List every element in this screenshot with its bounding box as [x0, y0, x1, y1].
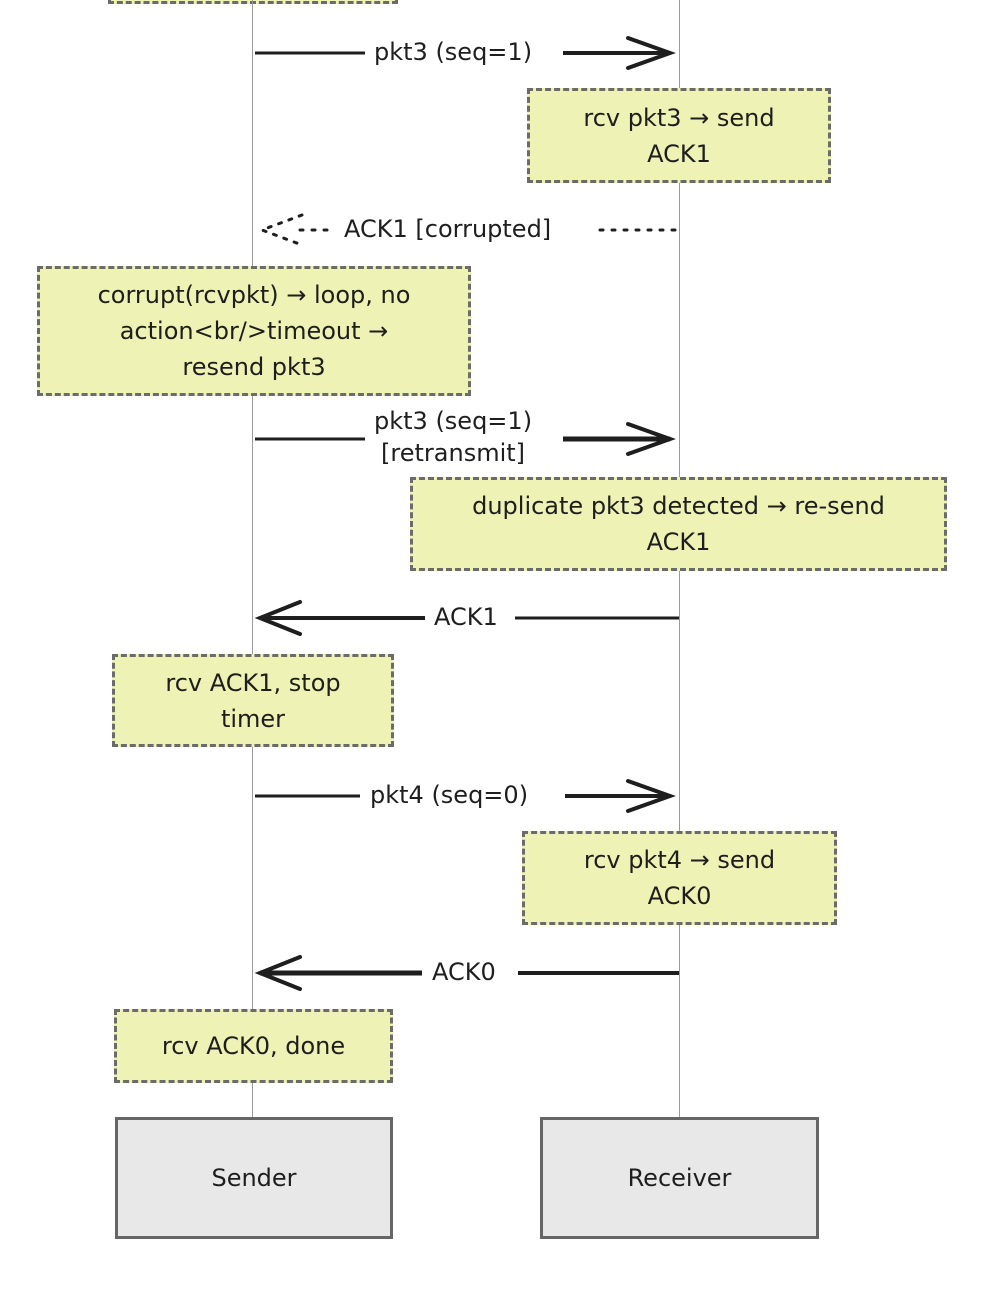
participant-sender: Sender	[115, 1117, 393, 1239]
note-line: rcv pkt3 → send	[583, 103, 775, 132]
message-arrow-pkt4	[255, 779, 676, 813]
note-line: corrupt(rcvpkt) → loop, no	[97, 281, 411, 309]
participant-label: Sender	[211, 1164, 297, 1192]
message-label-pkt3: pkt3 (seq=1)	[366, 36, 541, 68]
note-line: rcv ACK1, stop	[165, 668, 341, 697]
participant-receiver: Receiver	[540, 1117, 819, 1239]
message-label-ack1-corrupted: ACK1 [corrupted]	[336, 213, 560, 245]
note-line: ACK1	[647, 139, 711, 168]
participant-label: Receiver	[627, 1164, 732, 1192]
note-rcv-pkt4: rcv pkt4 → send ACK0	[522, 831, 837, 925]
note-rcv-ack1: rcv ACK1, stop timer	[112, 654, 394, 747]
note-duplicate-pkt3: duplicate pkt3 detected → re-send ACK1	[410, 477, 947, 571]
note-line: action<br/>timeout →	[119, 317, 389, 345]
message-label-line: pkt3 (seq=1)	[374, 407, 533, 435]
partial-note-top	[108, 0, 398, 4]
note-rcv-ack0: rcv ACK0, done	[114, 1009, 393, 1083]
message-arrow-pkt3-retransmit	[255, 422, 676, 456]
note-rcv-pkt3: rcv pkt3 → send ACK1	[527, 88, 831, 183]
message-arrow-ack1	[254, 600, 679, 636]
note-line: duplicate pkt3 detected → re-send	[472, 492, 885, 520]
note-line: resend pkt3	[182, 353, 326, 381]
message-label-pkt4: pkt4 (seq=0)	[362, 779, 537, 811]
message-label-ack0: ACK0	[424, 956, 504, 988]
message-arrow-ack1-corrupted	[257, 213, 680, 247]
message-label-line: [retransmit]	[381, 439, 526, 467]
note-line: ACK1	[646, 528, 711, 556]
note-line: rcv ACK0, done	[161, 1032, 346, 1060]
message-arrow-ack0	[254, 955, 679, 991]
message-arrow-pkt3	[255, 36, 676, 70]
message-label-ack1: ACK1	[426, 601, 506, 633]
note-line: timer	[220, 704, 286, 733]
note-corrupt-timeout: corrupt(rcvpkt) → loop, no action<br/>ti…	[37, 266, 471, 396]
note-line: ACK0	[647, 882, 712, 910]
note-line: rcv pkt4 → send	[583, 846, 776, 874]
message-label-pkt3-retransmit: pkt3 (seq=1) [retransmit]	[366, 405, 541, 469]
sender-lifeline	[252, 0, 253, 1118]
